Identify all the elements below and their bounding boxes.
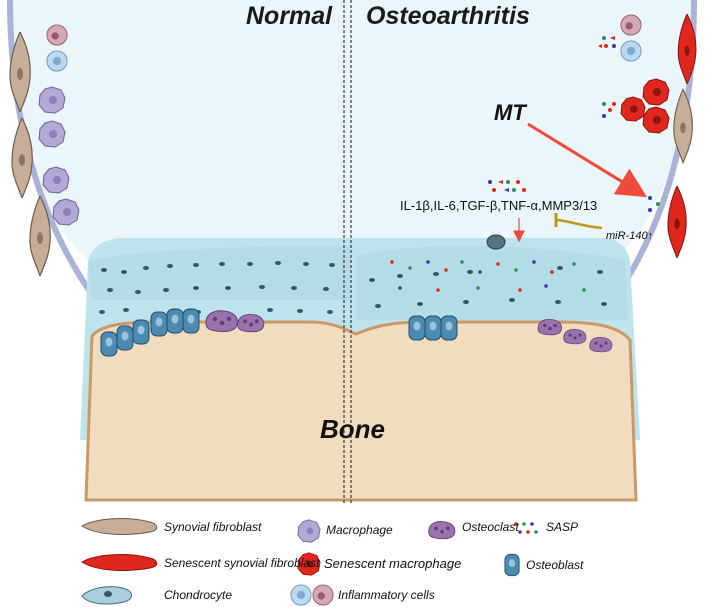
mt-label: MT [494,100,526,125]
inflammatory-cell [46,24,68,46]
macrophage [42,166,70,194]
normal-panel-label: Normal [246,2,333,30]
macrophage [38,86,66,114]
osteoarthritis-panel-label: Osteoarthritis [366,2,530,30]
osteoblast [100,331,118,357]
osteoblast [132,319,150,345]
inflammatory-cell [46,50,68,72]
senescent-macrophage [620,96,646,122]
legend-senescent-macrophage: Senescent macrophage [324,556,462,571]
osteoblast [182,308,200,334]
inflammatory-cell [620,40,642,62]
osteoblast [166,308,184,334]
legend-osteoclast-icon [428,521,456,540]
macrophage [52,198,80,226]
mt-arrow [527,122,648,198]
legend-osteoclast: Osteoclast [462,520,519,534]
chondrocyte-cell [486,234,506,250]
osteoclast [237,314,265,333]
legend-symbols [81,518,538,606]
senescent-macrophage [642,106,670,134]
osteoblast [424,315,442,341]
legend-osteoblast-icon [504,553,520,577]
mir140-label: miR-140↑ [606,230,654,242]
senescent-macrophage [642,78,670,106]
joint-space [10,0,694,262]
macrophage [38,120,66,148]
osteoblast [116,325,134,351]
osteoclast [205,310,238,332]
mir140-inhibition [555,218,603,230]
legend-synovial-fibroblast: Synovial fibroblast [164,520,262,534]
osteoclast [589,336,613,353]
bone [84,320,638,502]
legend-inflammatory-pink-icon [312,584,334,606]
legend-macrophage: Macrophage [326,523,393,537]
legend-osteoblast: Osteoblast [526,558,584,572]
osteoblast [408,315,426,341]
sasp-in-cartilage [390,260,586,292]
cytokines-label: IL-1β,IL-6,TGF-β,TNF-α,MMP3/13 [400,198,598,213]
sasp-cluster [488,36,660,212]
legend-inflammatory-cells: Inflammatory cells [338,588,435,602]
legend-macrophage-icon [297,519,321,543]
osteoclast [537,318,562,336]
senescent-synovial-fibroblast [667,186,687,258]
legend-senescent-synovial-fibroblast: Senescent synovial fibroblast [164,556,320,570]
cartilage-surface-oa [356,246,628,320]
legend-chondrocyte: Chondrocyte [164,588,233,602]
osteoblast [440,315,458,341]
osteoblast [150,311,168,337]
osteoclast [563,328,587,345]
cartilage-surface-normal [88,246,350,300]
legend-inflammatory-blue-icon [290,584,312,606]
bone-label: Bone [320,414,385,444]
legend-sasp: SASP [546,520,579,534]
inflammatory-cell [620,14,642,36]
chondrocytes-oa [369,266,607,308]
